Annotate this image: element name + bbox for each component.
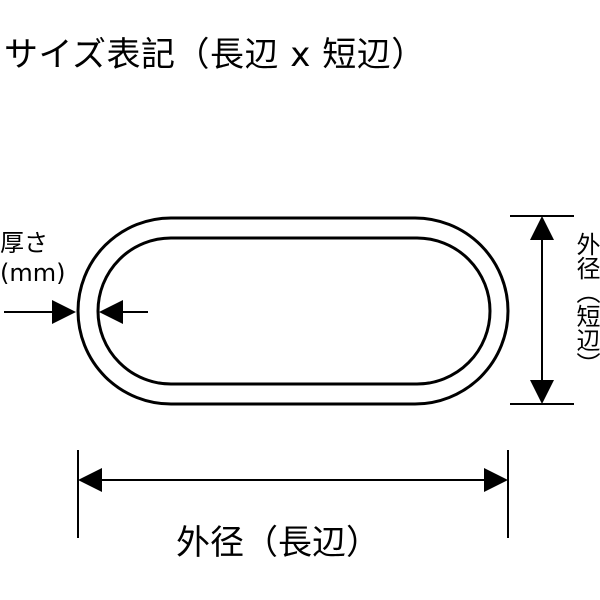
long-side-label: 外径（長辺） xyxy=(176,523,380,563)
thickness-label-line2: (mm) xyxy=(0,259,66,287)
inner-tube-outline xyxy=(96,236,492,386)
short-side-label: 外径（短辺） xyxy=(572,232,600,376)
outer-tube-outline xyxy=(76,216,510,406)
thickness-label: 厚さ (mm) xyxy=(0,228,65,288)
page-title: サイズ表記（長辺 x 短辺） xyxy=(4,35,426,75)
thickness-label-line1: 厚さ xyxy=(0,229,48,257)
